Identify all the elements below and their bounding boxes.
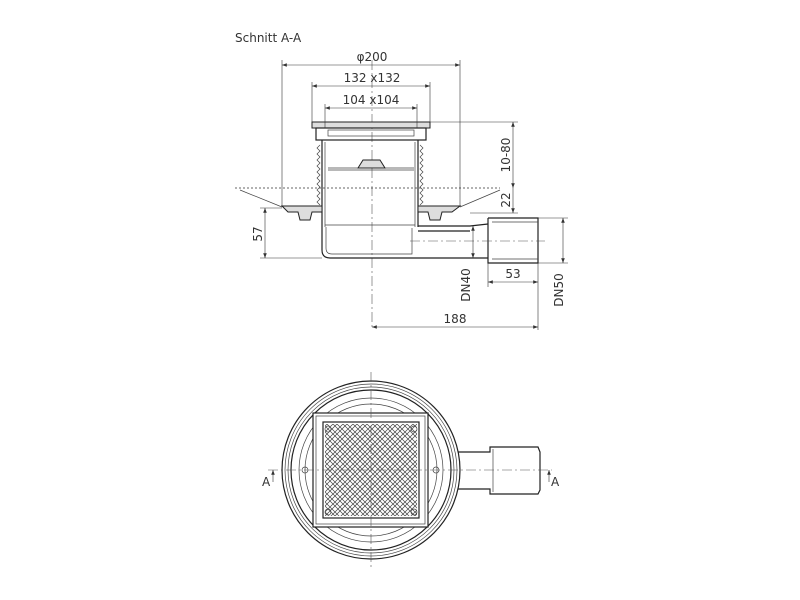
- grate-bar: [396, 424, 417, 445]
- dimension-frame: 132 x132: [311, 71, 431, 122]
- grate-bar: [325, 424, 398, 497]
- grate-bar: [384, 483, 417, 516]
- grate-bar: [350, 449, 417, 516]
- grate-bar: [325, 481, 360, 516]
- grate-bar: [390, 489, 417, 516]
- dimension-grate: 104 x104: [324, 93, 418, 128]
- svg-text:A: A: [262, 475, 271, 489]
- grate-bar: [372, 424, 417, 469]
- grate-bar: [325, 424, 374, 473]
- grate-bar: [325, 424, 354, 453]
- dimension-diameter: φ200: [281, 50, 461, 206]
- dimension-socket: 53: [487, 263, 539, 330]
- grate-bar: [334, 433, 417, 516]
- svg-text:22: 22: [499, 192, 513, 207]
- grate-bar: [325, 424, 388, 487]
- svg-text:104 x104: 104 x104: [343, 93, 400, 107]
- grate-bar: [325, 424, 408, 507]
- grate-bar: [325, 491, 350, 516]
- svg-text:57: 57: [251, 226, 265, 241]
- grate-lattice: [325, 424, 417, 516]
- grate-bar: [325, 501, 340, 516]
- grate-bar: [325, 424, 348, 447]
- grate-bar: [325, 424, 344, 443]
- grate-bar: [404, 503, 417, 516]
- dimension-dn50: DN50: [538, 217, 568, 307]
- svg-text:53: 53: [505, 267, 520, 281]
- svg-text:188: 188: [444, 312, 467, 326]
- flange-left: [280, 205, 323, 221]
- grate-bar: [394, 493, 417, 516]
- dimension-length: 188: [372, 312, 538, 329]
- dimension-dn40: DN40: [459, 226, 475, 302]
- grate-bar: [386, 424, 417, 455]
- grate-bar: [340, 439, 417, 516]
- grate-bar: [344, 443, 417, 516]
- svg-text:DN40: DN40: [459, 268, 473, 302]
- svg-text:132 x132: 132 x132: [344, 71, 401, 85]
- grate-bar: [330, 429, 417, 516]
- grate-bar: [325, 424, 358, 457]
- svg-text:A: A: [551, 475, 560, 489]
- grate-bar: [325, 424, 417, 516]
- grate-bar: [400, 499, 417, 516]
- grate-bar: [325, 495, 346, 516]
- section-mark-right: A: [547, 470, 560, 489]
- grate-bar: [325, 424, 384, 483]
- flange-right: [417, 205, 462, 221]
- grate-bar: [325, 485, 356, 516]
- grate-bar: [325, 424, 364, 463]
- grate-bar: [366, 424, 417, 475]
- grate-bar: [370, 469, 417, 516]
- outlet-socket: [487, 217, 539, 264]
- grate-bar: [325, 475, 366, 516]
- body-walls: [321, 140, 419, 227]
- grate-bar: [325, 424, 404, 503]
- svg-text:DN50: DN50: [552, 273, 566, 307]
- grate-bar: [325, 505, 336, 516]
- outlet-plan: [458, 446, 541, 495]
- bowl: [321, 227, 488, 259]
- section-title: Schnitt A-A: [235, 31, 302, 45]
- svg-text:φ200: φ200: [357, 50, 388, 64]
- grate-bar: [325, 424, 378, 477]
- dimension-depth: 57: [251, 207, 322, 259]
- grate-bar: [364, 463, 417, 516]
- grate-bar: [376, 424, 417, 465]
- section-mark-left: A: [262, 470, 275, 489]
- grate-bar: [374, 473, 417, 516]
- grate-bar: [382, 424, 417, 459]
- svg-text:10-80: 10-80: [499, 138, 513, 173]
- grate-bar: [325, 424, 368, 467]
- grate-bar: [325, 424, 414, 513]
- dimension-height: 10-80 22: [430, 121, 518, 214]
- grate-bar: [360, 459, 417, 516]
- outlet-pipe: [418, 223, 489, 232]
- grate-bar: [325, 424, 394, 493]
- grate-bar: [380, 479, 417, 516]
- section-view: φ200 132 x132 104 x104 10-80 22 57 DN40: [235, 50, 568, 330]
- grate-top: [311, 121, 431, 129]
- plan-view: A A: [262, 372, 560, 570]
- grate-bar: [354, 453, 417, 516]
- grate-bar: [392, 424, 417, 449]
